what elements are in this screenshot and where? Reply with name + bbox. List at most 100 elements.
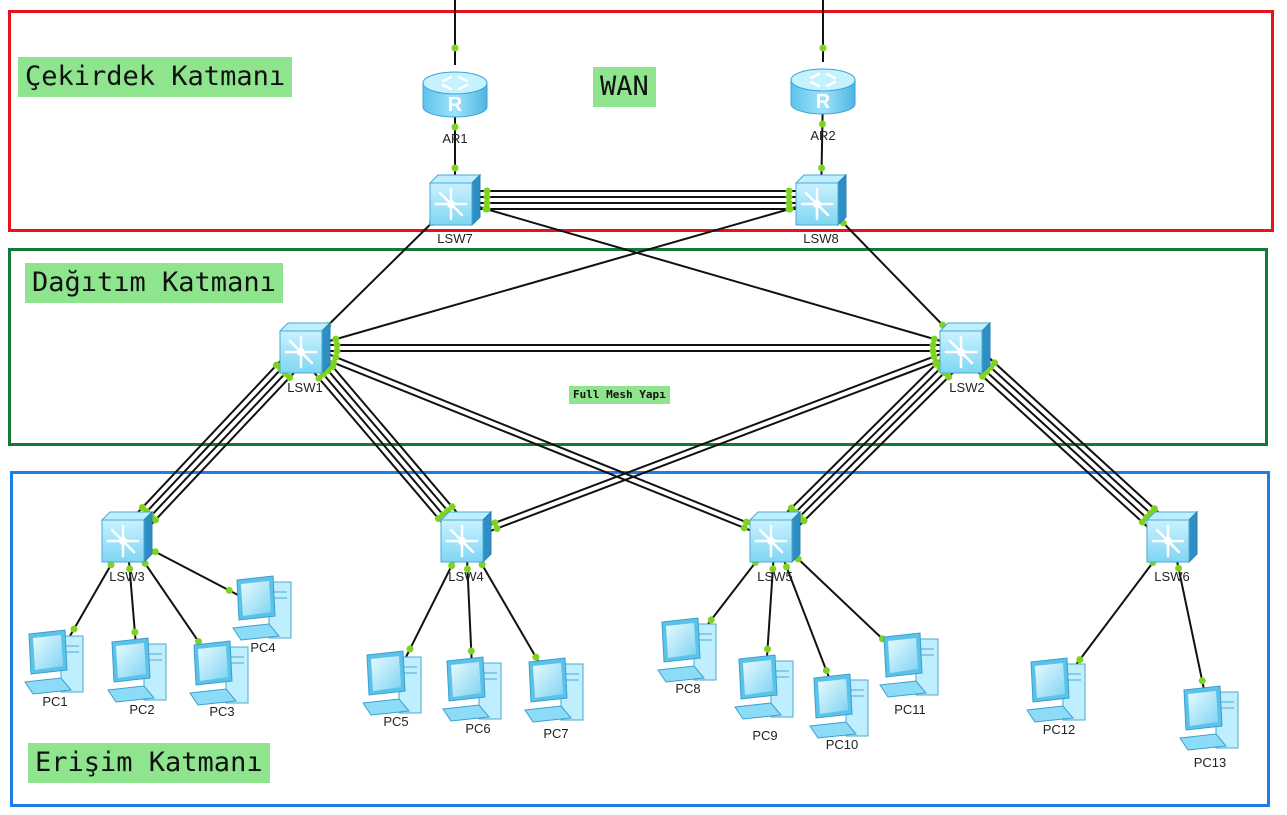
pc11-pc-icon[interactable]: [879, 632, 939, 698]
port-dot: [330, 359, 338, 367]
device-label-ar1: AR1: [442, 131, 467, 146]
pc12-pc-icon[interactable]: [1026, 657, 1086, 723]
device-label-pc13: PC13: [1194, 755, 1227, 770]
device-label-lsw7: LSW7: [437, 231, 472, 246]
port-dot: [483, 187, 491, 195]
port-dot: [195, 638, 203, 646]
port-dot: [491, 519, 499, 527]
port-dot: [332, 335, 340, 343]
link-lsw1-lsw3: [132, 353, 313, 544]
device-label-pc7: PC7: [543, 726, 568, 741]
port-dot: [286, 373, 294, 381]
link-lsw2-lsw4: [466, 349, 967, 541]
link-lsw2-lsw6: [970, 340, 1179, 532]
core-layer-label: Çekirdek Katmanı: [18, 57, 293, 97]
lsw7-switch-icon[interactable]: [428, 173, 482, 227]
port-dot: [1076, 656, 1084, 664]
pc10-pc-icon[interactable]: [809, 673, 869, 739]
device-label-pc8: PC8: [675, 681, 700, 696]
device-label-pc11: PC11: [894, 702, 926, 717]
link-lsw1-lsw4: [301, 349, 465, 540]
port-dot: [945, 373, 953, 381]
port-dot: [1198, 677, 1206, 685]
link-lsw1-lsw3: [128, 349, 308, 540]
pc13-pc-icon[interactable]: [1179, 685, 1239, 751]
lsw6-switch-icon[interactable]: [1145, 510, 1199, 564]
link-lsw2-lsw5: [767, 340, 960, 532]
lsw3-switch-icon[interactable]: [100, 510, 154, 564]
device-label-lsw3: LSW3: [109, 569, 144, 584]
link-lsw2-lsw6: [962, 349, 1171, 540]
port-dot: [273, 361, 281, 369]
port-dot: [493, 524, 501, 532]
pc2-pc-icon[interactable]: [107, 637, 167, 703]
port-dot: [482, 205, 490, 213]
link-lsw2-lsw5: [772, 345, 964, 536]
lsw2-switch-icon[interactable]: [938, 321, 992, 375]
core-layer-box: [8, 10, 1274, 232]
port-dot: [740, 524, 748, 532]
port-dot: [707, 616, 715, 624]
ar2-router-icon[interactable]: R: [790, 68, 856, 115]
lsw8-switch-icon[interactable]: [794, 173, 848, 227]
device-label-pc3: PC3: [209, 704, 234, 719]
port-dot: [785, 199, 793, 207]
pc1-pc-icon[interactable]: [24, 629, 84, 695]
port-dot: [463, 565, 471, 573]
distribution-layer-label: Dağıtım Katmanı: [25, 263, 283, 303]
lsw5-switch-icon[interactable]: [748, 510, 802, 564]
port-dot: [131, 628, 139, 636]
port-dot: [786, 205, 794, 213]
port-dot: [478, 561, 486, 569]
svg-text:R: R: [448, 94, 463, 116]
port-dot: [782, 563, 790, 571]
port-dot: [929, 347, 937, 355]
port-dot: [1138, 518, 1146, 526]
full-mesh-label: Full Mesh Yapı: [569, 386, 670, 404]
pc6-pc-icon[interactable]: [442, 656, 502, 722]
port-dot: [451, 44, 459, 52]
port-dot: [151, 516, 159, 524]
port-dot: [819, 44, 827, 52]
wan-label: WAN: [593, 67, 656, 107]
port-dot: [818, 164, 826, 172]
access-layer-label: Erişim Katmanı: [28, 743, 270, 783]
link-lsw2-lsw5: [780, 353, 973, 545]
link-lsw1-lsw4: [306, 345, 470, 536]
port-dot: [818, 120, 826, 128]
port-dot: [333, 347, 341, 355]
device-label-pc10: PC10: [826, 737, 859, 752]
device-label-lsw4: LSW4: [448, 569, 483, 584]
device-label-pc5: PC5: [383, 714, 408, 729]
port-dot: [467, 647, 475, 655]
pc4-pc-icon[interactable]: [232, 575, 292, 641]
port-dot: [107, 561, 115, 569]
pc5-pc-icon[interactable]: [362, 650, 422, 716]
access-layer-box: [10, 471, 1270, 807]
device-label-lsw8: LSW8: [803, 231, 838, 246]
pc3-pc-icon[interactable]: [189, 640, 249, 706]
port-dot: [1175, 564, 1183, 572]
port-dot: [930, 335, 938, 343]
port-dot: [822, 667, 830, 675]
pc9-pc-icon[interactable]: [734, 654, 794, 720]
lsw1-switch-icon[interactable]: [278, 321, 332, 375]
link-lsw1-lsw5: [303, 349, 775, 541]
link-lsw2-lsw4: [464, 344, 965, 536]
port-dot: [764, 645, 772, 653]
port-dot: [126, 565, 134, 573]
link-lsw2-lsw6: [958, 353, 1167, 545]
port-dot: [769, 565, 777, 573]
pc8-pc-icon[interactable]: [657, 617, 717, 683]
port-dot: [787, 504, 795, 512]
device-label-pc12: PC12: [1043, 722, 1076, 737]
device-label-lsw2: LSW2: [949, 380, 984, 395]
link-lsw1-lsw4: [297, 353, 460, 544]
port-dot: [451, 164, 459, 172]
lsw4-switch-icon[interactable]: [439, 510, 493, 564]
ar1-router-icon[interactable]: R: [422, 71, 488, 118]
pc7-pc-icon[interactable]: [524, 657, 584, 723]
port-dot: [930, 353, 938, 361]
port-dot: [932, 360, 940, 368]
